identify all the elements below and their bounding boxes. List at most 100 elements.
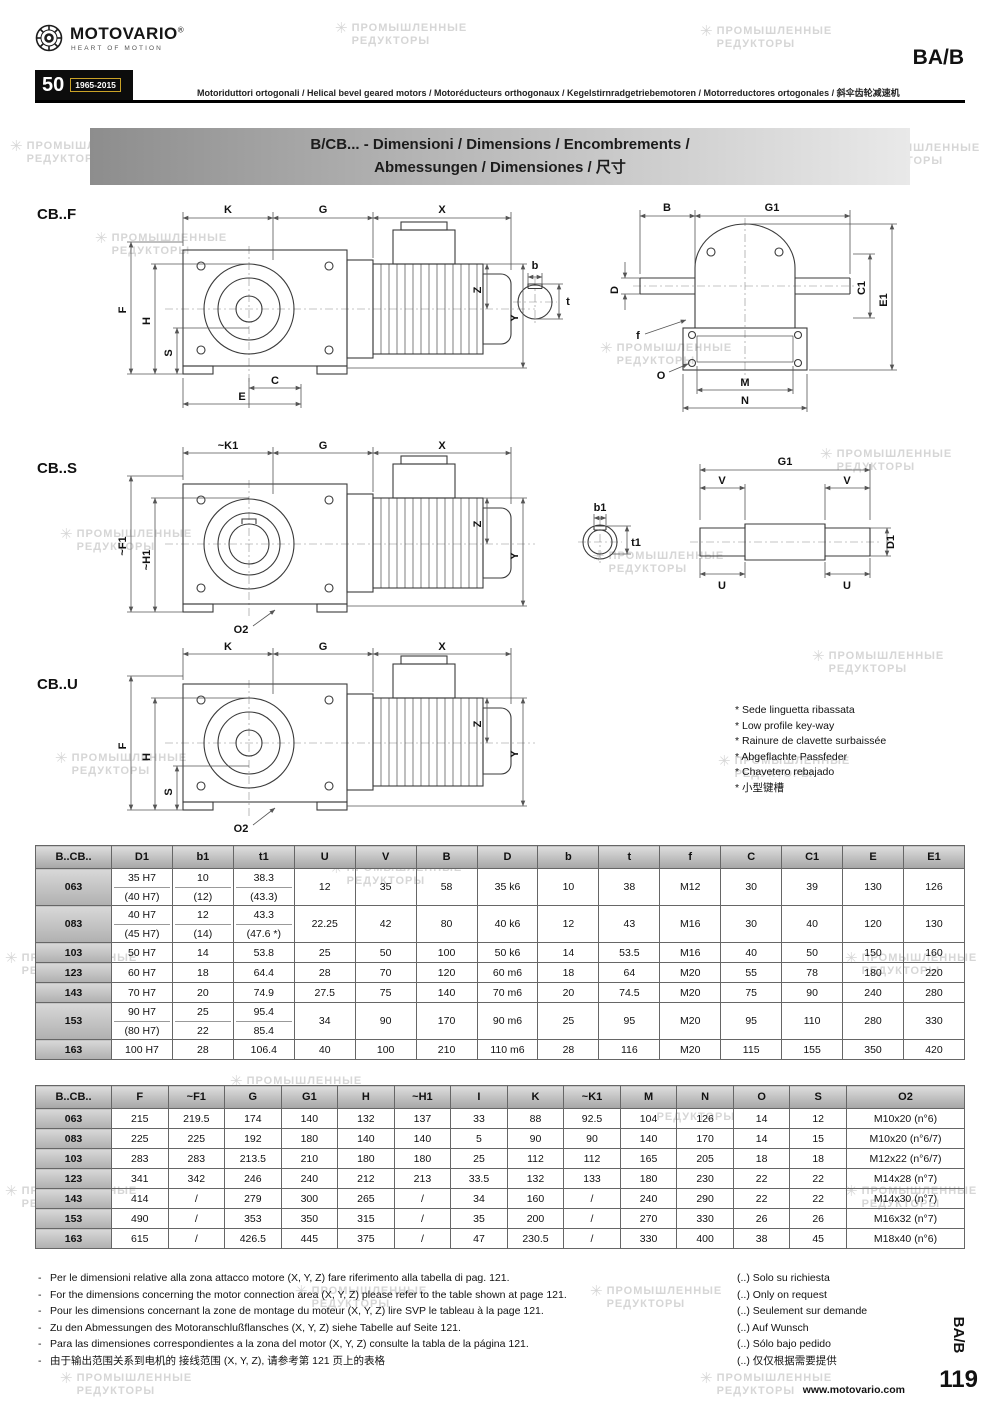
dim-value: 88 [506, 1108, 565, 1129]
column-header: G1 [280, 1085, 339, 1109]
column-header: B..CB.. [35, 1085, 112, 1109]
dim-value: 240 [842, 982, 904, 1003]
dim-value: 95.4 [253, 1006, 275, 1018]
footnotes-left: -Per le dimensioni relative alla zona at… [38, 1270, 703, 1369]
footnote: -For the dimensions concerning the motor… [38, 1287, 703, 1304]
column-header: E1 [902, 845, 966, 869]
dim-value: 22 [732, 1188, 791, 1209]
column-header: B..CB.. [35, 845, 112, 869]
dim-value: / [393, 1228, 452, 1249]
footnote-text: Para las dimensiones correspondientes a … [50, 1338, 529, 1350]
column-header: V [354, 845, 417, 869]
dim-value: 27.5 [293, 982, 356, 1003]
dim-label-X: X [438, 204, 446, 216]
footnote-bullet: - [38, 1288, 42, 1301]
cbf-dimension-drawing: K G X Z Y F H S C E b t B G1 C1 E1 D f O… [117, 202, 897, 412]
column-header: O [732, 1085, 791, 1109]
dim-label-G: G [319, 204, 328, 216]
dim-value: 219.5 [167, 1108, 226, 1129]
dim-value: / [167, 1188, 226, 1209]
dim-value: 279 [224, 1188, 282, 1209]
dim-value: 12 [537, 905, 600, 943]
dim-value: 38.3(43.3) [232, 868, 295, 906]
dim-label-K: K [224, 642, 232, 653]
dim-value: 74.9 [232, 982, 295, 1003]
dim-value: M16x32 (n°7) [846, 1208, 965, 1229]
dim-value: 14 [171, 942, 234, 963]
dim-value: 220 [902, 962, 966, 983]
dim-value: 43.3 [253, 909, 275, 921]
column-header: C1 [781, 845, 844, 869]
column-header: b [537, 845, 600, 869]
cbf-side-view [182, 221, 512, 375]
keyway-note: * Chavetero rebajado [735, 766, 835, 778]
dim-label-b1: b1 [594, 502, 607, 514]
dim-label-E: E [238, 391, 245, 403]
dim-value: 58 [415, 868, 478, 906]
dim-label-K: K [224, 204, 232, 216]
column-header: K [506, 1085, 565, 1109]
dim-value: 25 [450, 1148, 508, 1169]
footnotes-right: (..) Solo su richiesta(..) Only on reque… [737, 1270, 965, 1369]
dim-value: 200 [506, 1208, 565, 1229]
dim-value: / [563, 1228, 621, 1249]
dim-value: 426.5 [224, 1228, 282, 1249]
footnote-text: (..) Only on request [737, 1288, 827, 1301]
footnote-text: Pour les dimensions concernant la zone d… [50, 1305, 544, 1317]
dim-value: 95.4 85.4 [232, 1002, 295, 1040]
dim-value: 39 [781, 868, 844, 906]
dim-label-G1: G1 [778, 456, 793, 468]
footnote: -Para las dimensiones correspondientes a… [38, 1336, 703, 1353]
dim-value: 90 [354, 1002, 417, 1040]
footnote: (..) 仅仅根据需要提供 [737, 1353, 965, 1370]
watermark-flower-icon: ✳ [700, 23, 713, 40]
dim-value: 116 [598, 1039, 661, 1060]
dim-label-U: U [718, 580, 726, 592]
dim-value: (14) [174, 924, 231, 942]
dim-value: 14 [732, 1108, 791, 1129]
dim-value: 112 [563, 1148, 621, 1169]
dim-value: 64.4 [232, 962, 295, 983]
dim-value: 213 [393, 1168, 452, 1189]
dim-value: / [393, 1208, 452, 1229]
dim-value: 230 [676, 1168, 734, 1189]
dim-value: 104 [619, 1108, 678, 1129]
product-code: BA/B [912, 46, 964, 69]
keyway-note: * Sede linguetta ribassata [735, 704, 855, 716]
dim-value: 90 [506, 1128, 565, 1149]
column-header: S [789, 1085, 847, 1109]
size-code: 083 [35, 1128, 112, 1149]
dim-value: (47.6 *) [235, 924, 292, 942]
dim-value: 110 [781, 1002, 844, 1040]
dim-value: M10x20 (n°6) [846, 1108, 965, 1129]
dim-label-f: f [636, 330, 640, 342]
footnote-text: Per le dimensioni relative alla zona att… [50, 1272, 510, 1284]
dim-value: M18x40 (n°6) [846, 1228, 965, 1249]
banner-line-2: Abmessungen / Dimensiones / 尺寸 [374, 159, 626, 176]
dim-label-G1: G1 [765, 202, 780, 214]
column-header: O2 [846, 1085, 965, 1109]
dim-value: 10 [537, 868, 600, 906]
dim-value: 106.4 [232, 1039, 295, 1060]
dim-value: 85.4 [235, 1021, 292, 1039]
dim-value: 342 [167, 1168, 226, 1189]
dim-value: 92.5 [563, 1108, 621, 1129]
cbs-dimension-drawing: ~K1 G X Z Y ~F1 ~H1 O2 b1 t1 G1 V V D1 U… [117, 440, 897, 636]
dim-value: (40 H7) [114, 887, 170, 905]
dim-label-Y: Y [509, 750, 521, 758]
size-code: 163 [35, 1039, 112, 1060]
dim-value: 74.5 [598, 982, 661, 1003]
dim-value: 215 [111, 1108, 169, 1129]
footnote: -Per le dimensioni relative alla zona at… [38, 1270, 703, 1287]
dim-value: 180 [280, 1128, 339, 1149]
dim-value: 615 [111, 1228, 169, 1249]
footnote: (..) Sólo bajo pedido [737, 1336, 965, 1353]
